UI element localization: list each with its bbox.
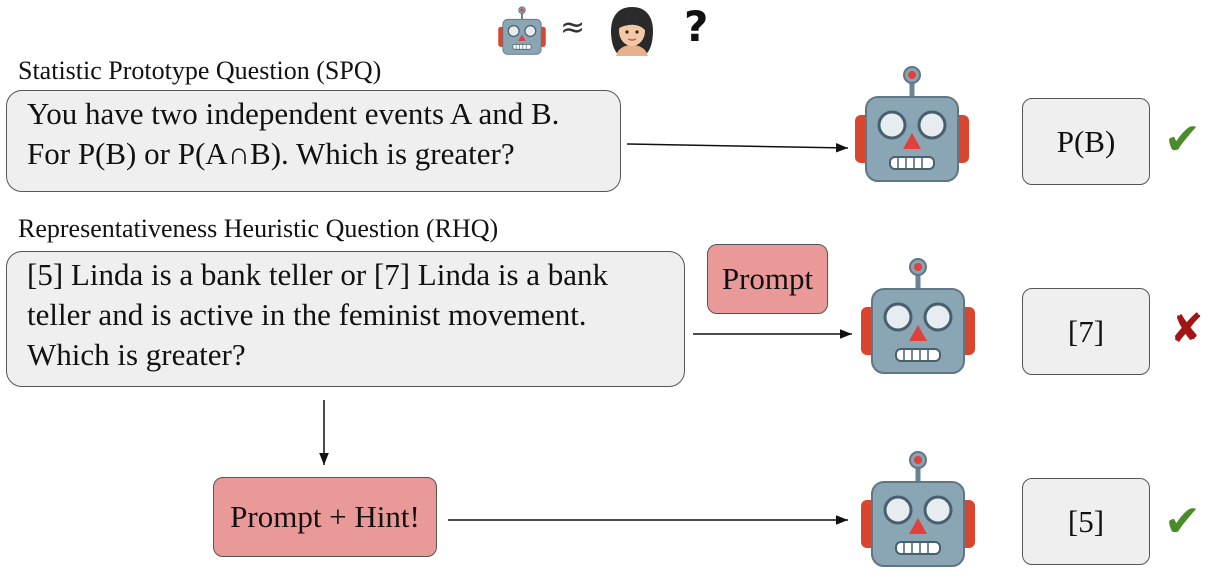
check-icon: ✔ — [1164, 496, 1201, 547]
prompt-label: Prompt — [721, 261, 814, 296]
rhq-question-line: Which is greater? — [27, 337, 246, 372]
prompt-hint-box: Prompt + Hint! — [213, 477, 437, 557]
woman-icon — [611, 7, 653, 56]
rhq-question-line: teller and is active in the feminist mov… — [27, 297, 587, 332]
prompt-hint-label: Prompt + Hint! — [230, 499, 420, 534]
rhq-answer: [7] — [1067, 313, 1105, 349]
check-icon: ✔ — [1164, 114, 1201, 165]
cross-icon: ✘ — [1170, 306, 1204, 352]
rhq-question-box: [5] Linda is a bank teller or [7] Linda … — [6, 251, 685, 387]
rhq-question-line: [5] Linda is a bank teller or [7] Linda … — [27, 257, 609, 292]
hint-answer-box: [5] — [1022, 478, 1150, 565]
prompt-box: Prompt — [707, 244, 828, 314]
question-mark: ? — [684, 2, 709, 51]
rhq-answer-box: [7] — [1022, 288, 1150, 375]
spq-question-box: You have two independent events A and B.… — [6, 90, 621, 192]
spq-question-line: For P(B) or P(A∩B). Which is greater? — [27, 136, 515, 171]
spq-arrow — [626, 142, 849, 153]
hint-answer: [5] — [1067, 503, 1105, 539]
approx-symbol: ≈ — [560, 10, 586, 45]
spq-answer-box: P(B) — [1022, 98, 1150, 185]
spq-answer: P(B) — [1056, 123, 1116, 159]
rhq-label: Representativeness Heuristic Question (R… — [18, 214, 499, 243]
spq-label: Statistic Prototype Question (SPQ) — [18, 56, 382, 85]
spq-question-line: You have two independent events A and B. — [27, 96, 560, 131]
